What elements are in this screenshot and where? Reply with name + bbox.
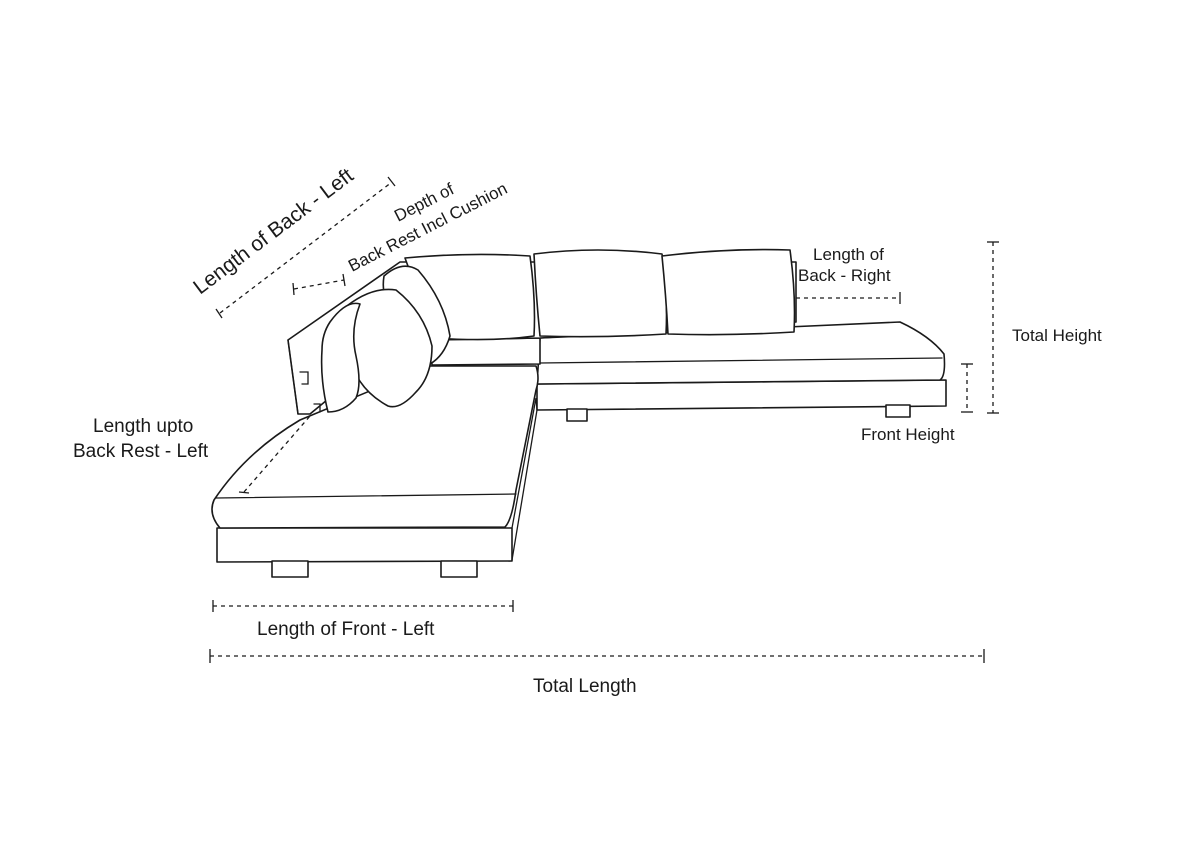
- label-length-upto-line2: Back Rest - Left: [73, 441, 209, 462]
- dim-front-height: [961, 363, 973, 413]
- right-leg-2: [885, 404, 911, 418]
- dim-length-upto-back-rest: [238, 415, 311, 494]
- sofa-illustration: [211, 248, 947, 578]
- label-front-height: Front Height: [861, 425, 955, 444]
- left-seat-seam: [215, 493, 517, 499]
- label-length-upto-line1: Length upto: [93, 416, 193, 437]
- dimension-lines: [209, 176, 999, 663]
- right-seat-seam: [539, 357, 943, 364]
- dim-length-back-left: [215, 176, 396, 319]
- label-length-back-right-line2: Back - Right: [798, 266, 891, 285]
- dim-total-height: [987, 241, 999, 414]
- left-section-base: [216, 527, 513, 563]
- left-frame-edge: [287, 339, 299, 415]
- label-length-back-right-line1: Length of: [813, 245, 884, 264]
- dim-length-back-right: [796, 292, 901, 304]
- dimension-labels: Length of Back - Left Depth of Back Rest…: [73, 164, 1102, 697]
- side-cushion-rear: [320, 302, 361, 413]
- label-length-back-left: Length of Back - Left: [189, 164, 358, 299]
- right-leg-1: [566, 408, 588, 422]
- dim-length-front-left: [212, 600, 514, 612]
- left-leg-1: [271, 560, 309, 578]
- left-frame-notch: [299, 371, 309, 385]
- back-cushion-2: [533, 249, 668, 338]
- left-frame-notch-2: [313, 403, 321, 413]
- left-leg-2: [440, 560, 478, 578]
- right-section-base: [536, 379, 947, 411]
- left-seat-cushion: [211, 365, 539, 529]
- dim-total-length: [209, 649, 985, 663]
- left-base-side: [511, 397, 538, 561]
- label-total-length: Total Length: [533, 676, 637, 697]
- label-length-front-left: Length of Front - Left: [257, 619, 435, 640]
- right-seat-cushion: [536, 321, 946, 385]
- back-cushion-3: [661, 248, 796, 336]
- dim-depth-back-rest: [292, 273, 346, 296]
- label-total-height: Total Height: [1012, 326, 1102, 345]
